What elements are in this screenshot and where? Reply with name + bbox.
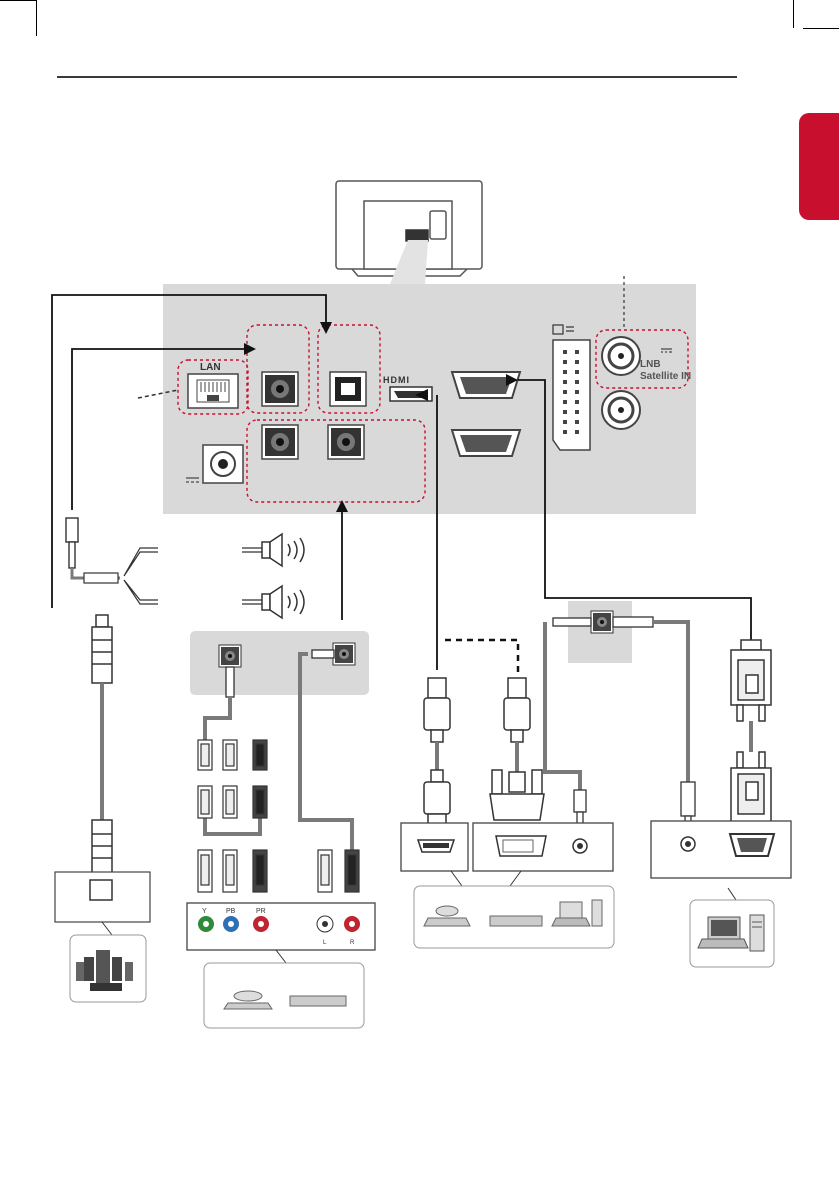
speaker-icon [262, 534, 304, 566]
jack-pb-label: PB [226, 908, 236, 915]
source-audio-jack[interactable] [573, 839, 587, 853]
optical-plug-top [92, 615, 112, 683]
adapter-jack-audio[interactable] [333, 643, 355, 665]
component-video-cable [205, 697, 230, 740]
jack-r-label: R [350, 940, 355, 946]
satellite-connector[interactable] [602, 337, 640, 375]
lan-label: LAN [200, 362, 221, 373]
jack-r[interactable] [344, 916, 360, 932]
satellite-in-label: Satellite IN [640, 371, 691, 382]
vga-plug-top [731, 640, 771, 721]
speaker-wire-upper [124, 548, 158, 576]
audio-adapter-plug-left [553, 618, 591, 626]
pc-audio-plug [681, 782, 695, 826]
audio-out-jack[interactable] [262, 372, 298, 406]
source-hdmi-jack[interactable] [418, 840, 454, 852]
headphone-plug [66, 518, 78, 568]
jack-y[interactable] [198, 916, 214, 932]
dc-power-jack[interactable] [203, 445, 243, 483]
dvd-player-icon [204, 963, 364, 1028]
adapter-plug-audio [312, 650, 334, 658]
hdmi-plug-top [424, 678, 450, 742]
adapter-jack-video[interactable] [219, 645, 241, 667]
jack-l[interactable] [317, 916, 333, 932]
rca-plugs-row2 [198, 786, 267, 818]
splitter-plug [84, 573, 118, 583]
component-video-cable-lower [205, 818, 260, 834]
jack-pb[interactable] [223, 916, 239, 932]
audio-adapter-jack[interactable] [591, 611, 613, 633]
antenna-connector[interactable] [602, 391, 640, 429]
set-top-box-icon [414, 886, 614, 948]
speaker-wire-lower [124, 580, 158, 604]
audio-adapter-plug-right [613, 617, 653, 627]
dvi-adapter-plug-top [504, 678, 530, 742]
jack-pr-label: PR [256, 908, 266, 915]
audio-in-jack-right[interactable] [328, 425, 364, 459]
home-theater-icon [70, 935, 146, 1002]
serial-port[interactable] [452, 430, 520, 456]
optical-port[interactable] [330, 372, 366, 406]
lnb-label: LNB [640, 359, 661, 370]
speaker-icon [262, 586, 304, 618]
pc-audio-jack[interactable] [681, 837, 695, 851]
home-theater-optical-jack[interactable] [90, 880, 112, 900]
lan-port[interactable] [188, 374, 238, 408]
hdmi-label: HDMI [383, 375, 410, 385]
adapter-plug-video [226, 667, 234, 697]
pc-audio-cable [653, 622, 688, 782]
rca-plugs-row3 [198, 850, 359, 892]
jack-pr[interactable] [253, 916, 269, 932]
audio-in-jack-left[interactable] [262, 425, 298, 459]
vga-plug-bottom [731, 752, 771, 822]
pc-vga-jack[interactable] [730, 834, 774, 856]
rca-plugs-row1 [198, 740, 267, 770]
scart-port[interactable] [553, 340, 590, 450]
pc-icon [690, 900, 774, 967]
dvi-plug [490, 770, 544, 820]
scart-dashed-wire [445, 640, 518, 672]
source-dvi-jack[interactable] [496, 836, 546, 856]
jack-y-label: Y [202, 908, 207, 915]
